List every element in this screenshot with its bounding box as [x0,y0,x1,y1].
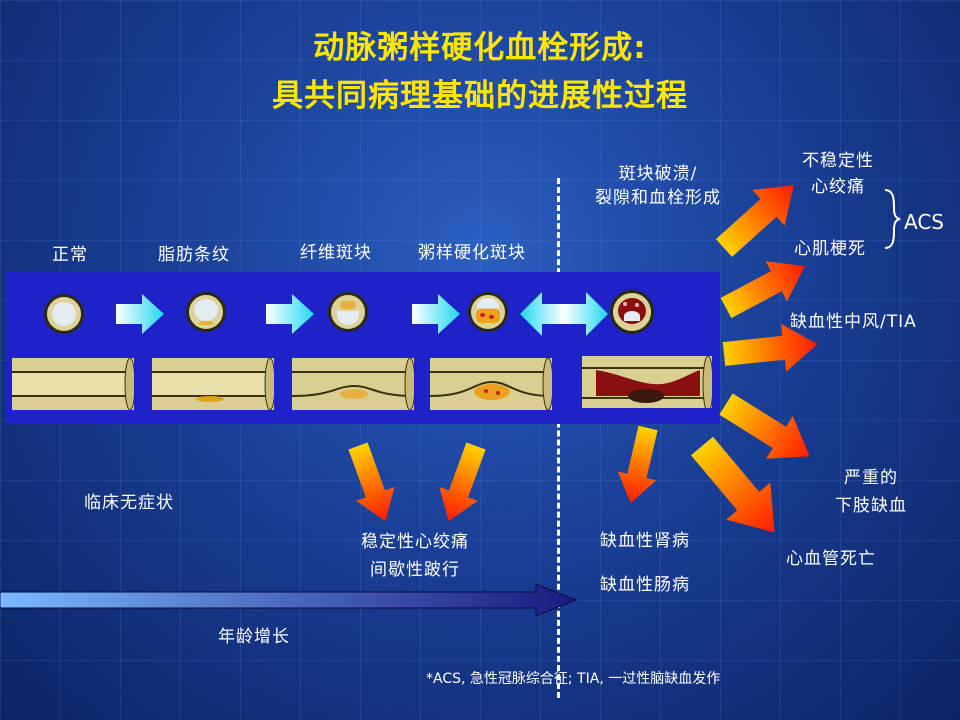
cross-section-fibrous-plaque [328,292,368,332]
acs-brace [884,189,901,249]
stage-label-fibrous-plaque: 纤维斑块 [300,243,372,263]
vessel-long-atherosclerotic-plaque [430,358,552,410]
arrow-to-cv-death [679,427,797,551]
arrow-to-stable-angina [338,439,405,529]
arrow-to-claudication [429,439,496,529]
limb-ischemia-line-2: 下肢缺血 [835,496,907,516]
unstable-angina-line-1: 不稳定性 [802,151,874,171]
cross-section-atherosclerotic-plaque [468,292,508,332]
stable-angina-text: 稳定性心绞痛 [361,532,469,552]
intestinal-label: 缺血性肠病 [600,575,690,595]
vessel-long-fibrous-plaque [292,358,414,410]
stroke-tia-label: 缺血性中风/TIA [790,312,917,332]
vessel-long-ruptured-plaque [582,356,712,408]
vessel-long-normal [12,358,134,410]
rupture-label-line-2: 裂隙和血栓形成 [595,188,721,208]
footnote: *ACS, 急性冠脉综合征; TIA, 一过性脑缺血发作 [426,671,721,687]
title-line-1: 动脉粥样硬化血栓形成: [313,30,647,66]
cv-death-label: 心血管死亡 [786,549,876,569]
limb-ischemia-line-1: 严重的 [844,468,898,488]
arrow-to-renal [611,423,668,508]
mi-label: 心肌梗死 [794,239,866,259]
stage-label-normal: 正常 [52,245,88,265]
progression-arrow-1 [116,294,164,334]
stage-label-fatty-streak: 脂肪条纹 [158,245,230,265]
claudication-text: 间歇性跛行 [370,560,460,580]
vessel-stage-panel [6,272,720,424]
progression-arrow-2 [266,294,314,334]
age-progression-arrow [0,583,578,617]
cross-section-fatty-streak [186,292,226,332]
stable-symptoms-label: 稳定性心绞痛 间歇性跛行 [330,528,500,584]
acs-label: ACS [904,210,944,234]
stage-separator-line [557,178,560,698]
vessel-long-fatty-streak [152,358,274,410]
age-label: 年龄增长 [218,627,290,647]
unstable-angina-label: 不稳定性 心绞痛 [786,148,890,200]
cross-section-ruptured-plaque [610,290,654,334]
rupture-label: 斑块破溃/ 裂隙和血栓形成 [568,162,748,210]
asymptomatic-label: 临床无症状 [84,493,174,513]
rupture-label-line-1: 斑块破溃/ [618,164,698,184]
bidirectional-arrow [520,292,608,336]
cross-section-normal [44,294,84,334]
renal-label: 缺血性肾病 [600,531,690,551]
title-line-2: 具共同病理基础的进展性过程 [272,78,688,114]
stage-label-atherosclerotic-plaque: 粥样硬化斑块 [418,243,526,263]
arrow-to-limb-ischemia [712,382,824,478]
limb-ischemia-label: 严重的 下肢缺血 [816,464,926,520]
unstable-angina-line-2: 心绞痛 [811,177,865,197]
progression-arrow-3 [412,294,460,334]
